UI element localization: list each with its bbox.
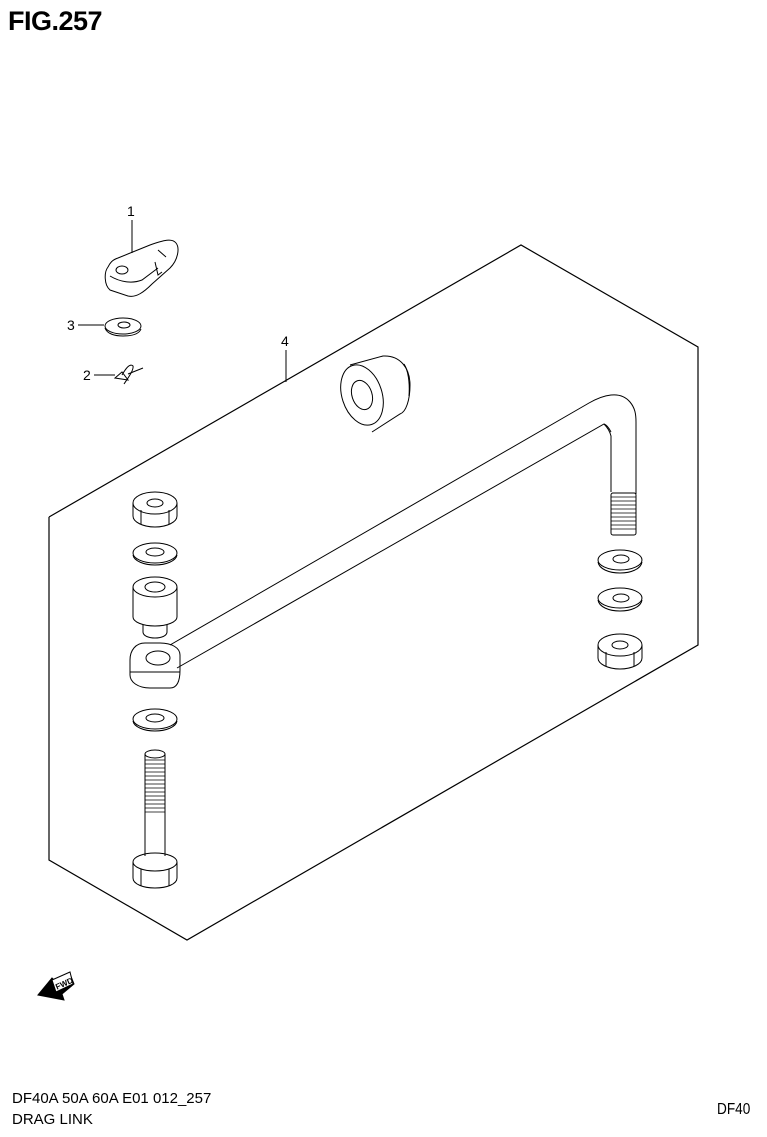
part-2-cotter-pin[interactable]: [94, 365, 143, 384]
left-collar-bushing[interactable]: [133, 577, 177, 638]
callout-3[interactable]: 3: [67, 317, 75, 333]
callout-2[interactable]: 2: [83, 367, 91, 383]
callout-4[interactable]: 4: [281, 333, 289, 349]
assembly-group-outline: [49, 245, 698, 940]
right-lock-nut[interactable]: [598, 634, 642, 669]
rubber-bushing[interactable]: [333, 356, 410, 432]
model-line: DF40A 50A 60A E01 012_257: [12, 1090, 212, 1107]
part-3-washer[interactable]: [78, 318, 141, 336]
left-bolt[interactable]: [133, 750, 177, 888]
callout-1[interactable]: 1: [127, 203, 135, 219]
forward-arrow-icon: FWD: [38, 972, 75, 1000]
drag-link-rod[interactable]: [130, 395, 636, 688]
right-washer-lower[interactable]: [598, 588, 642, 611]
model-code: DF40: [717, 1101, 751, 1118]
right-washer-upper[interactable]: [598, 550, 642, 573]
figure-title: FIG.257: [8, 6, 103, 36]
left-washer-upper[interactable]: [133, 543, 177, 565]
section-name: DRAG LINK: [12, 1111, 93, 1128]
left-washer-lower[interactable]: [133, 709, 177, 731]
left-lock-nut[interactable]: [133, 492, 177, 527]
part-1-lever[interactable]: [105, 220, 178, 296]
